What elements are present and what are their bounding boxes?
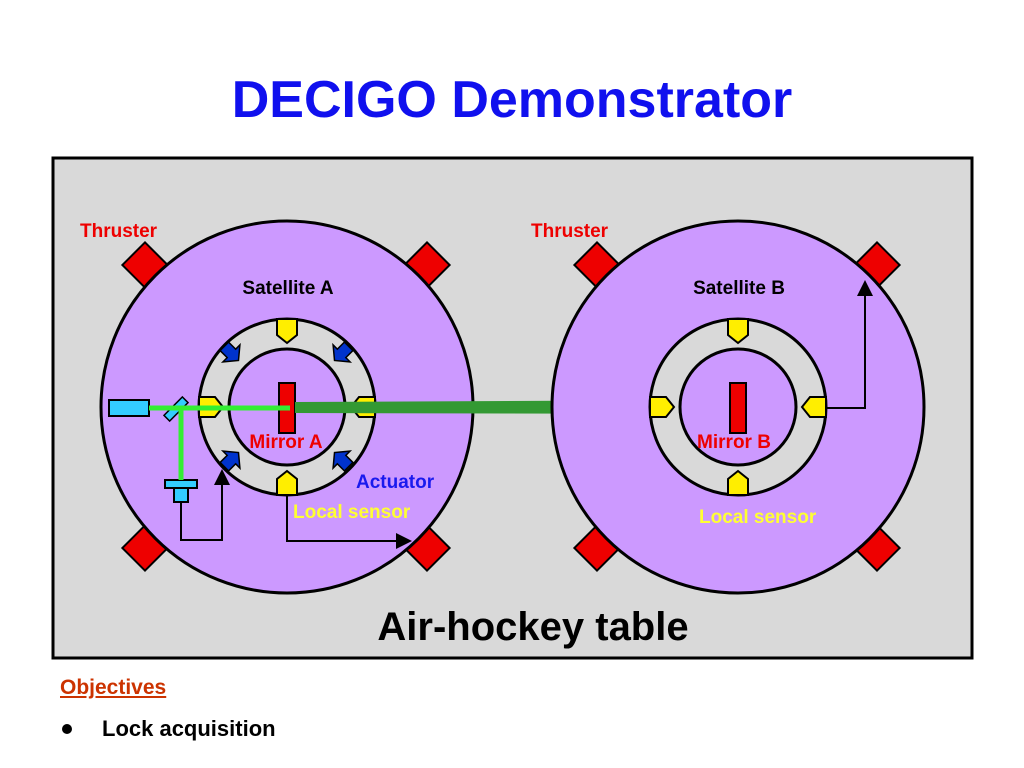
objectives-heading: Objectives (60, 676, 167, 699)
actuator-label: Actuator (356, 472, 435, 493)
table-label: Air-hockey table (377, 605, 688, 649)
sensor-b-signal-path (826, 280, 873, 409)
mirror-b-label: Mirror B (697, 432, 771, 453)
objectives-list: Lock acquisition (60, 716, 276, 742)
objective-text: Lock acquisition (102, 716, 276, 741)
local-sensor-b-label: Local sensor (699, 507, 817, 528)
mirror-b (729, 382, 747, 434)
thruster-a-label: Thruster (80, 221, 158, 242)
mirror-a-label: Mirror A (249, 432, 322, 453)
photodetector-signal-path (180, 469, 230, 541)
satellite-a-label: Satellite A (242, 278, 333, 299)
satellite-b (550, 219, 926, 595)
list-item: Lock acquisition (60, 716, 276, 742)
slide-title: DECIGO Demonstrator (231, 71, 793, 129)
local-sensor-a-label: Local sensor (293, 502, 411, 523)
photodetector (164, 479, 198, 503)
sensor-a-signal-path (286, 495, 412, 549)
laser-source (108, 399, 150, 417)
satellite-b-label: Satellite B (693, 278, 785, 299)
thruster-b-label: Thruster (531, 221, 609, 242)
bullet-icon (62, 724, 72, 734)
